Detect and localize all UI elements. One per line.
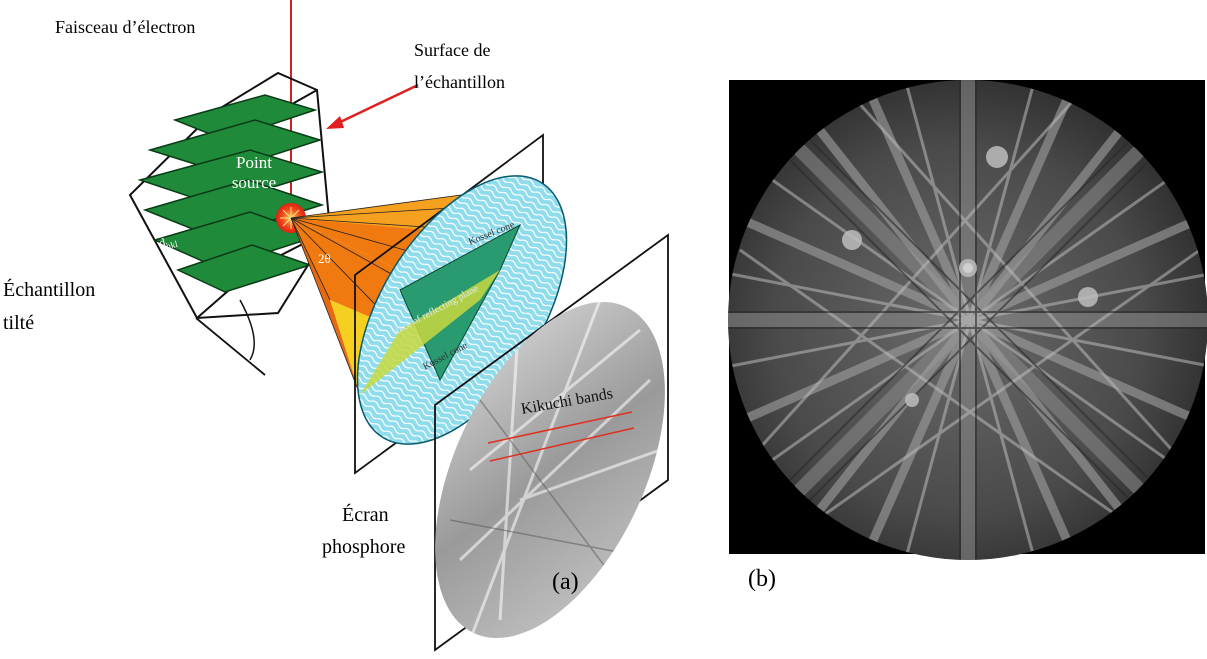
electron-beam-label: Faisceau d’électron (55, 17, 195, 37)
crystal-planes (137, 94, 325, 293)
sample-surface-label-2: l’échantillon (414, 72, 505, 92)
cone-yellow-band (360, 270, 500, 395)
kikuchi-screen-texture (458, 299, 661, 641)
panel-b-ebsd-pattern (728, 80, 1207, 560)
phosphor-screen-label-1: Écran (342, 503, 389, 526)
two-theta-label: 2θ (318, 251, 331, 266)
sample-surface-arrow (326, 83, 419, 129)
tilted-sample-label-1: Échantillon (3, 278, 95, 301)
tilted-sample-label-2: tilté (3, 312, 34, 334)
point-source-label-2: source (232, 173, 276, 192)
kikuchi-bands-pattern (728, 80, 1207, 560)
phosphor-screen-frame-2 (434, 233, 669, 652)
point-source-label-1: Point (236, 153, 272, 172)
sample-surface-label-1: Surface de (414, 40, 490, 60)
panel-a-diagram: Point source dhkl 2θ Kossel cone trace o… (128, 0, 669, 652)
panel-b-label: (b) (748, 566, 776, 592)
phosphor-screen-label-2: phosphore (322, 536, 405, 558)
d-hkl-label: dhkl (157, 232, 179, 253)
panel-a-label: (a) (552, 569, 579, 595)
kikuchi-band-lines (487, 411, 635, 462)
kikuchi-screen-image (435, 301, 665, 639)
tilt-angle-arc (239, 299, 255, 361)
